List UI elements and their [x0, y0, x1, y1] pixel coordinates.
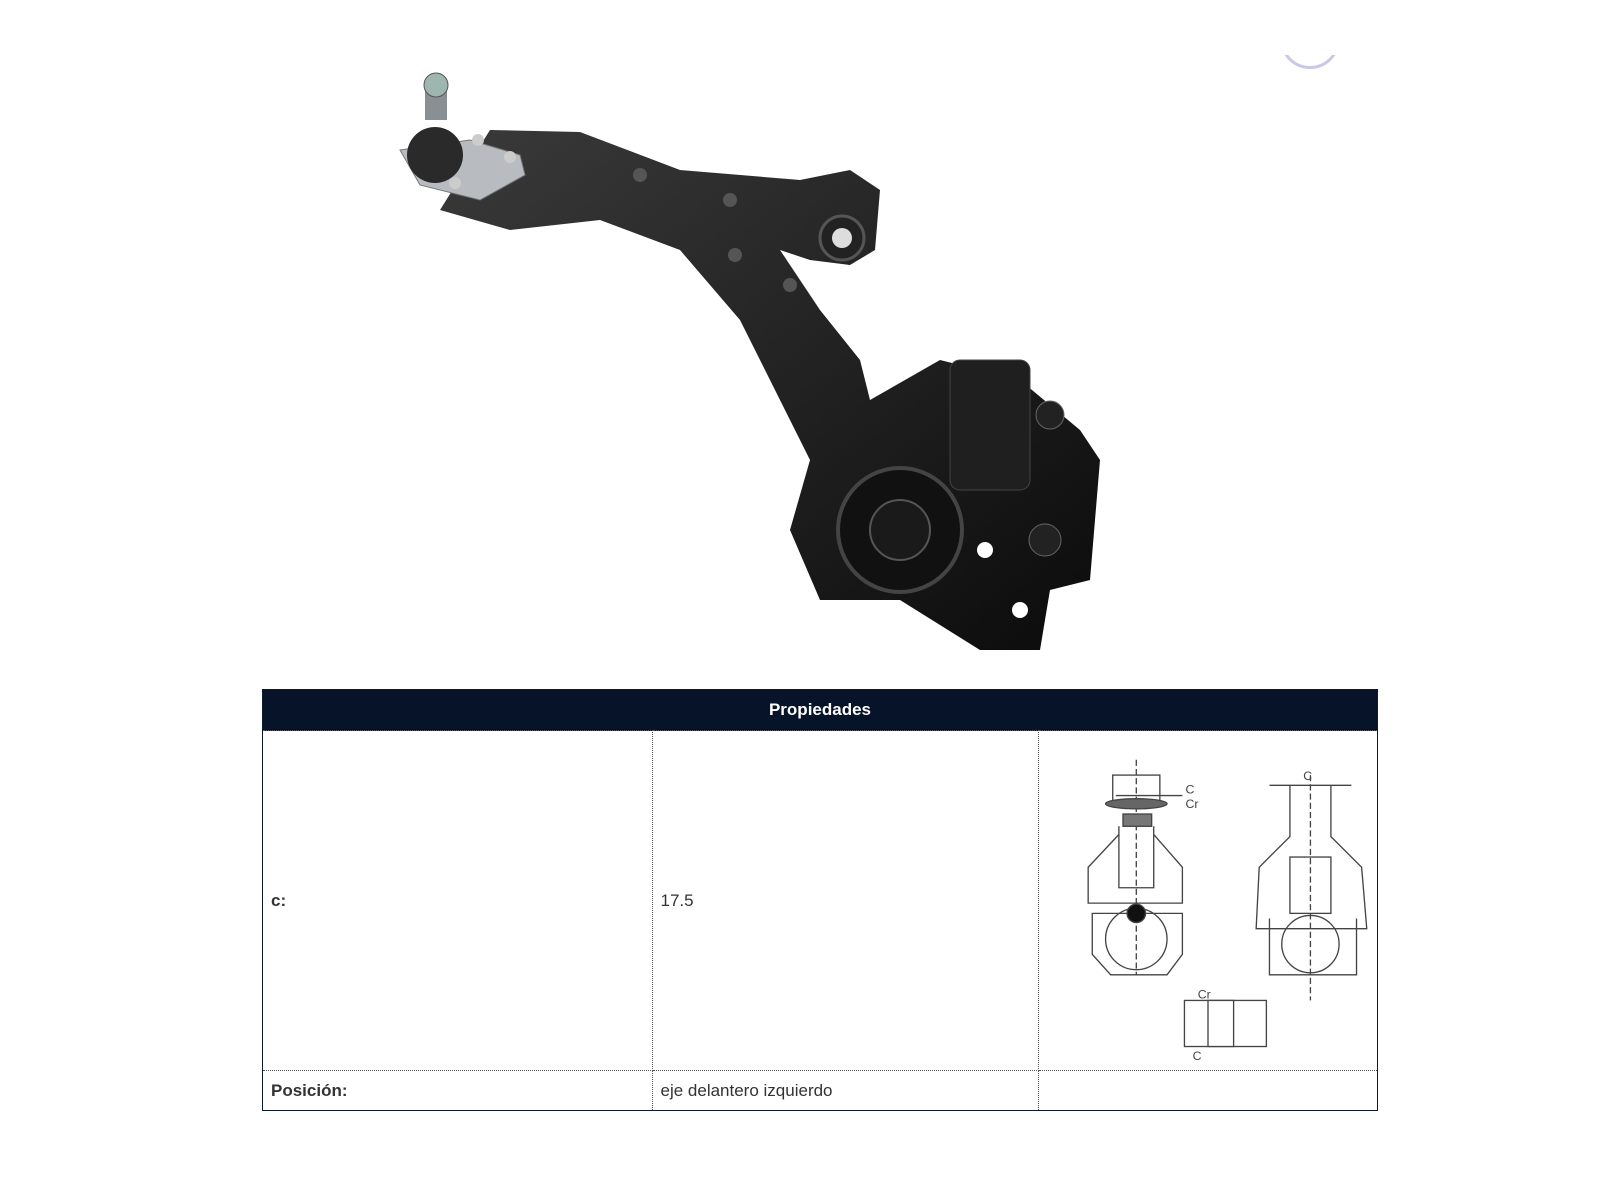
- diagram-label-cr-bottom: Cr: [1198, 987, 1211, 1001]
- property-label: Posición:: [262, 1070, 653, 1111]
- table-row: c: 17.5 C Cr C: [262, 730, 1378, 1071]
- property-value: eje delantero izquierdo: [651, 1070, 1039, 1111]
- empty-cell: [1038, 1070, 1378, 1111]
- diagram-label-cr: Cr: [1185, 797, 1198, 811]
- diagram-label-c-right: C: [1303, 769, 1312, 783]
- ball-joint-diagram: C Cr C Cr C: [1087, 759, 1368, 1063]
- diagram-label-c: C: [1185, 783, 1194, 797]
- properties-table: Propiedades c: 17.5 C Cr: [262, 689, 1378, 1111]
- diagram-label-c-bottom: C: [1193, 1049, 1202, 1063]
- logo-fragment: [1280, 55, 1340, 71]
- ball-joint-diagram-cell: C Cr C Cr C: [1038, 730, 1378, 1071]
- table-row: Posición: eje delantero izquierdo: [262, 1070, 1378, 1111]
- table-header: Propiedades: [262, 689, 1378, 731]
- property-value: 17.5: [651, 730, 1039, 1071]
- property-label: c:: [262, 730, 653, 1071]
- control-arm-product-image: [399, 72, 1100, 650]
